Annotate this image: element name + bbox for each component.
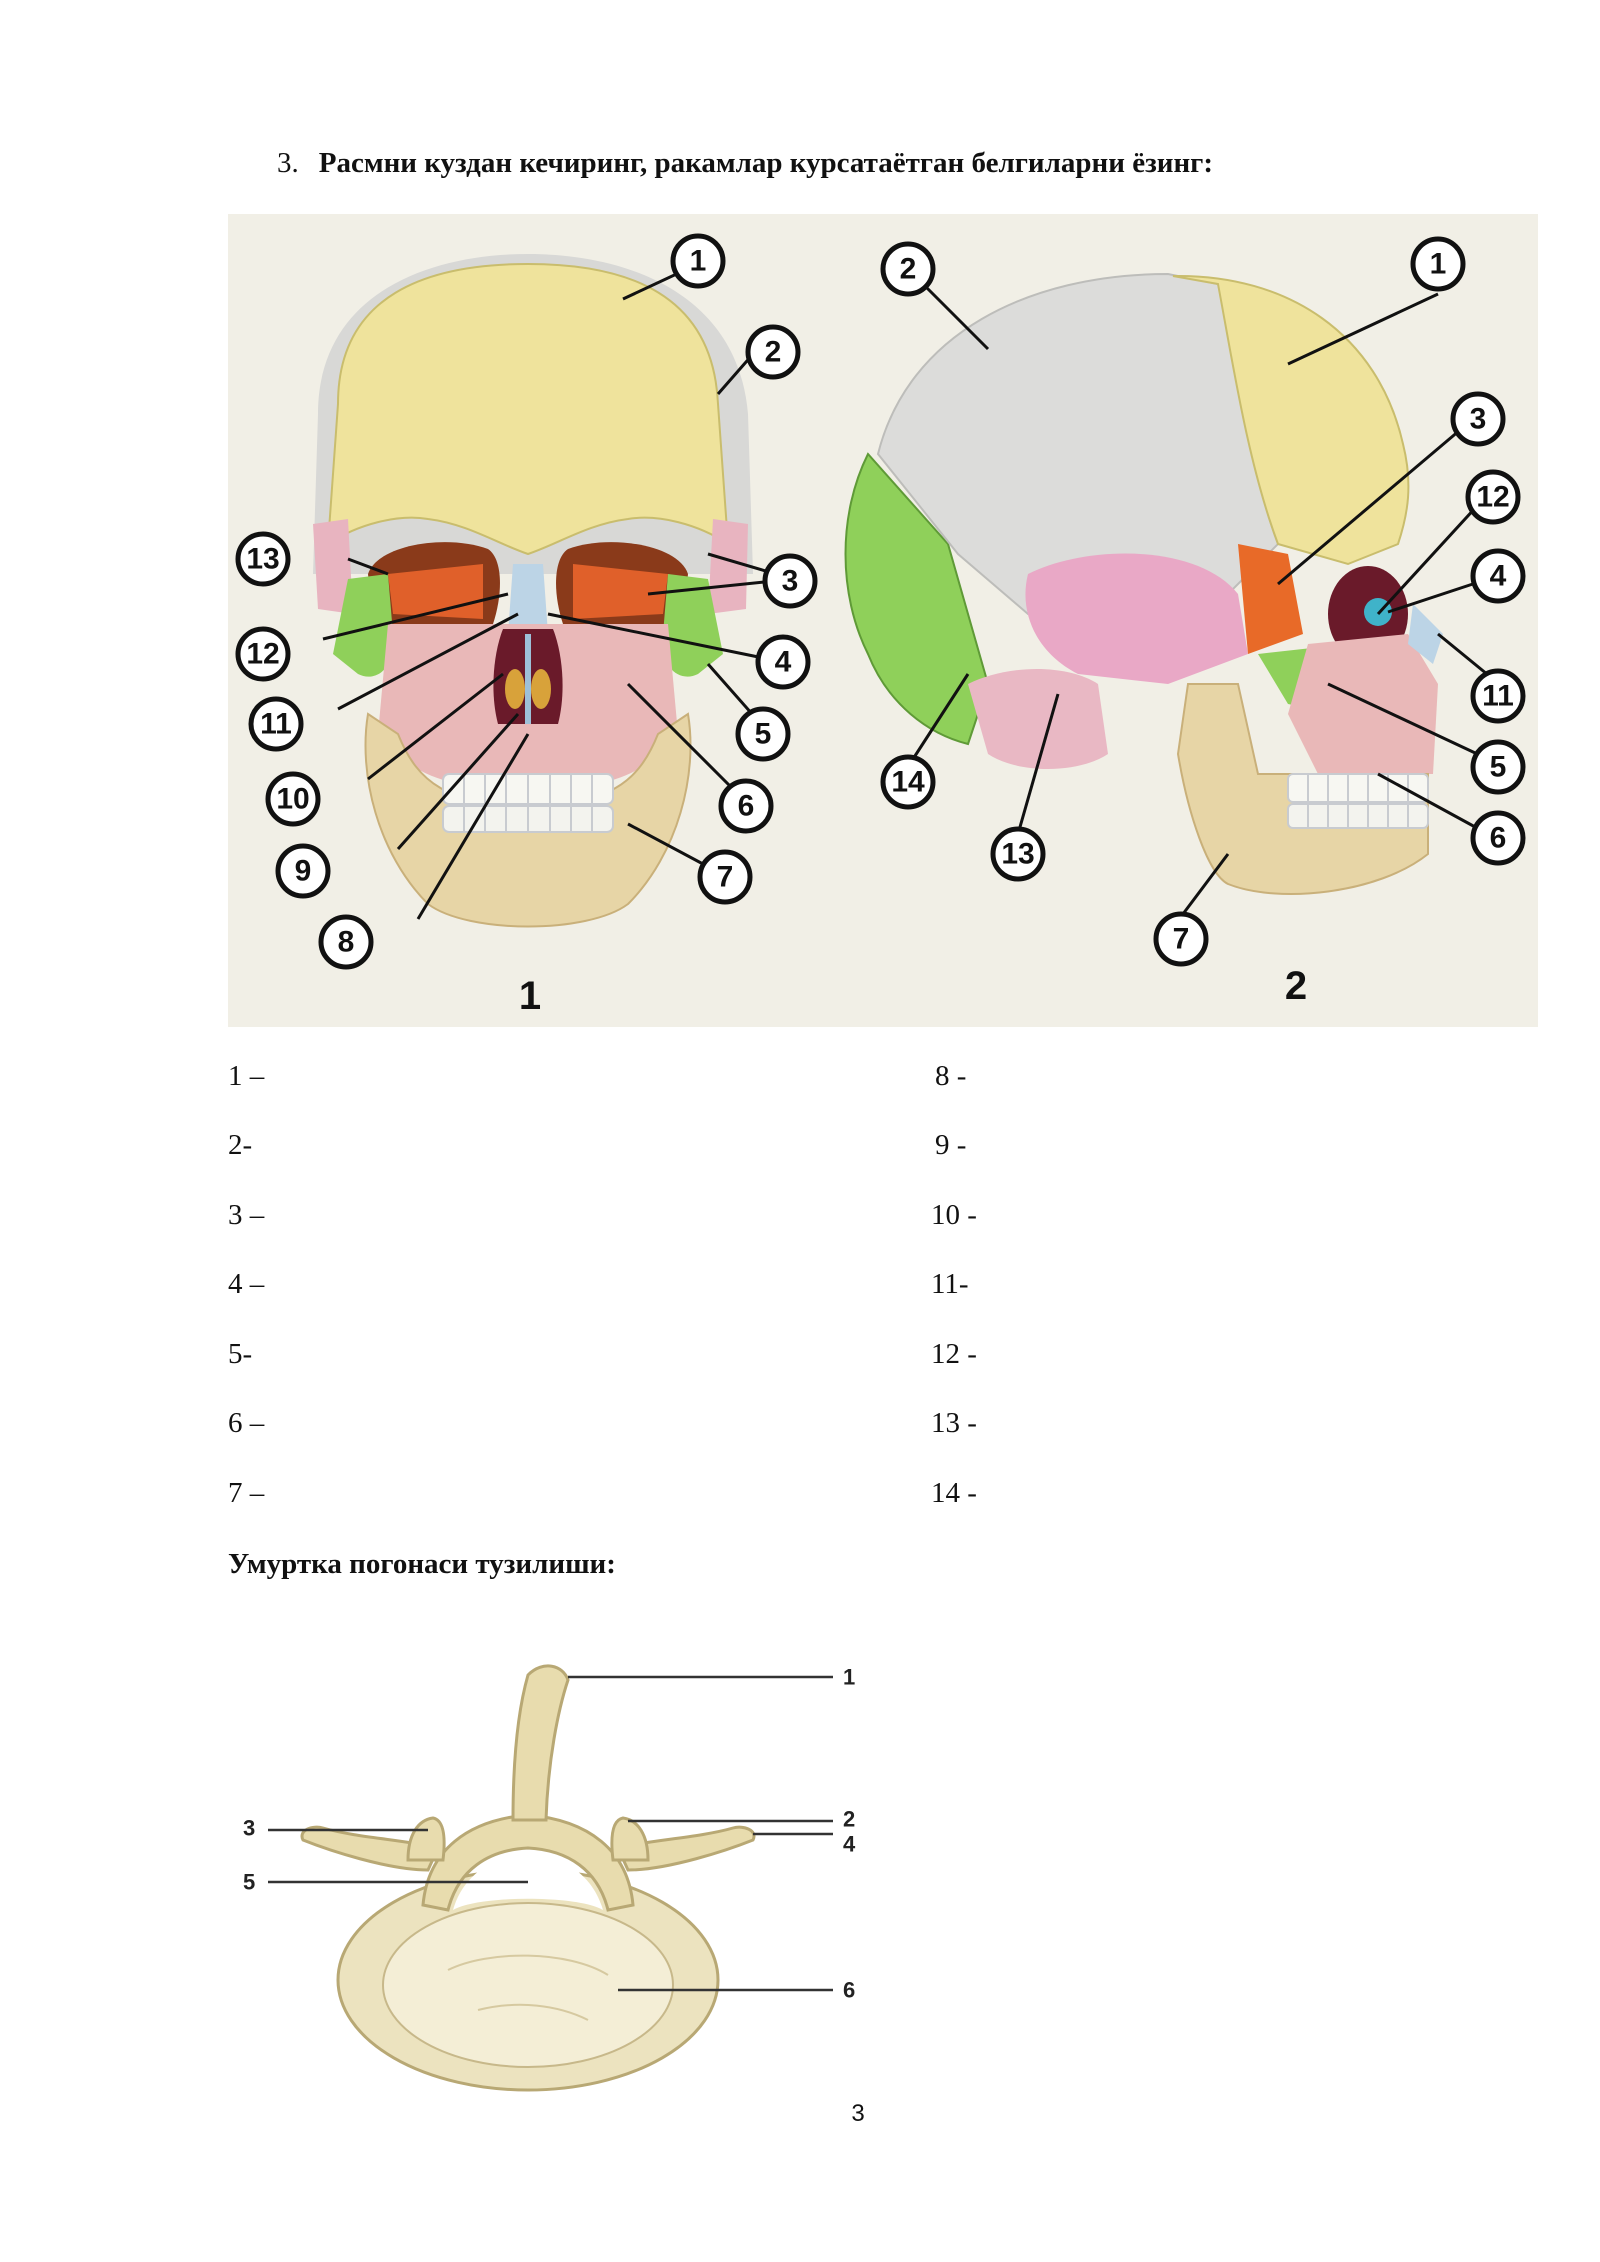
answer-line-10: 10 - [931,1199,977,1231]
svg-text:7: 7 [1173,923,1190,956]
vertebra-callout-6: 6 [843,1978,855,2003]
callout-front-6: 6 [718,778,774,834]
figure-label-2: 2 [1285,964,1307,1008]
vertebra-svg: 1 2 3 4 5 6 [243,1664,856,2092]
vertebra-illustration: 1 2 3 4 5 6 [228,1620,888,2100]
vertebra-callout-3: 3 [243,1816,255,1841]
answer-line-5: 5- [228,1338,253,1370]
callout-front-9: 9 [275,843,331,899]
answer-line-14: 14 - [931,1477,977,1509]
callout-front-5: 5 [735,706,791,762]
skull-illustration: 1 2 3 4 5 6 7 8 9 10 11 12 13 1 2 3 12 4… [228,214,1538,1027]
leader-lines [322,262,1494,920]
svg-text:4: 4 [775,646,792,679]
vertebra-callout-4: 4 [843,1832,856,1857]
svg-text:5: 5 [1490,751,1507,784]
answer-line-4: 4 – [228,1268,265,1300]
callout-side-6: 6 [1470,810,1526,866]
vertebra-callout-5: 5 [243,1870,255,1895]
svg-text:12: 12 [246,638,279,671]
svg-text:14: 14 [891,766,925,799]
callout-side-11: 11 [1470,668,1526,724]
svg-text:12: 12 [1476,481,1509,514]
callout-side-1: 1 [1410,236,1466,292]
svg-text:1: 1 [690,245,707,278]
task-heading: 3. Расмни куздан кечиринг, ракамлар курса… [277,145,1213,181]
svg-text:13: 13 [1001,838,1034,871]
svg-text:11: 11 [260,708,292,741]
task-text: Расмни куздан кечиринг, ракамлар курсата… [318,147,1213,179]
callout-front-11: 11 [248,696,304,752]
callout-front-1: 1 [670,233,726,289]
svg-text:2: 2 [765,336,782,369]
answer-line-13: 13 - [931,1407,977,1439]
svg-text:9: 9 [295,855,312,888]
callout-side-14: 14 [880,754,936,810]
answer-line-6: 6 – [228,1407,265,1439]
vertebra-callout-1: 1 [843,1665,855,1690]
svg-text:6: 6 [738,790,755,823]
answer-line-7: 7 – [228,1477,265,1509]
page-number: 3 [851,2100,865,2127]
vertebra-drawing [300,1664,756,2092]
svg-text:2: 2 [900,253,917,286]
callout-front-4: 4 [755,634,811,690]
figure-label-1: 1 [519,974,541,1018]
vertebra-leader-lines [268,1675,833,1992]
svg-text:3: 3 [782,565,799,598]
svg-text:6: 6 [1490,822,1507,855]
svg-text:7: 7 [717,861,734,894]
callout-front-13: 13 [235,531,291,587]
svg-text:8: 8 [338,926,355,959]
callout-side-12: 12 [1465,469,1521,525]
svg-text:13: 13 [246,543,279,576]
callout-side-3: 3 [1450,391,1506,447]
callout-front-7: 7 [697,849,753,905]
answer-line-2: 2- [228,1129,253,1161]
answer-line-8: 8 - [935,1060,967,1092]
answer-line-3: 3 – [228,1199,265,1231]
answer-line-12: 12 - [931,1338,977,1370]
answer-line-1: 1 – [228,1060,265,1092]
callout-front-10: 10 [265,771,321,827]
callout-front-12: 12 [235,626,291,682]
answer-line-11: 11- [931,1268,969,1300]
callout-side-13: 13 [990,826,1046,882]
callout-side-7: 7 [1153,911,1209,967]
vertebra-callout-2: 2 [843,1807,855,1832]
callout-front-3: 3 [762,553,818,609]
svg-text:10: 10 [276,783,309,816]
task-number: 3. [277,147,299,179]
callout-side-2: 2 [880,241,936,297]
section-heading: Умуртка погонаси тузилиши: [228,1548,616,1580]
callout-side-5: 5 [1470,739,1526,795]
svg-text:4: 4 [1490,560,1507,593]
svg-text:5: 5 [755,718,772,751]
callout-front-2: 2 [745,324,801,380]
callout-side-4: 4 [1470,548,1526,604]
callout-front-8: 8 [318,914,374,970]
svg-text:1: 1 [1430,248,1447,281]
svg-text:11: 11 [1482,680,1514,713]
skull-side-view [844,272,1443,895]
svg-text:3: 3 [1470,403,1487,436]
skull-svg: 1 2 3 4 5 6 7 8 9 10 11 12 13 1 2 3 12 4… [228,214,1538,1027]
answer-line-9: 9 - [935,1129,967,1161]
